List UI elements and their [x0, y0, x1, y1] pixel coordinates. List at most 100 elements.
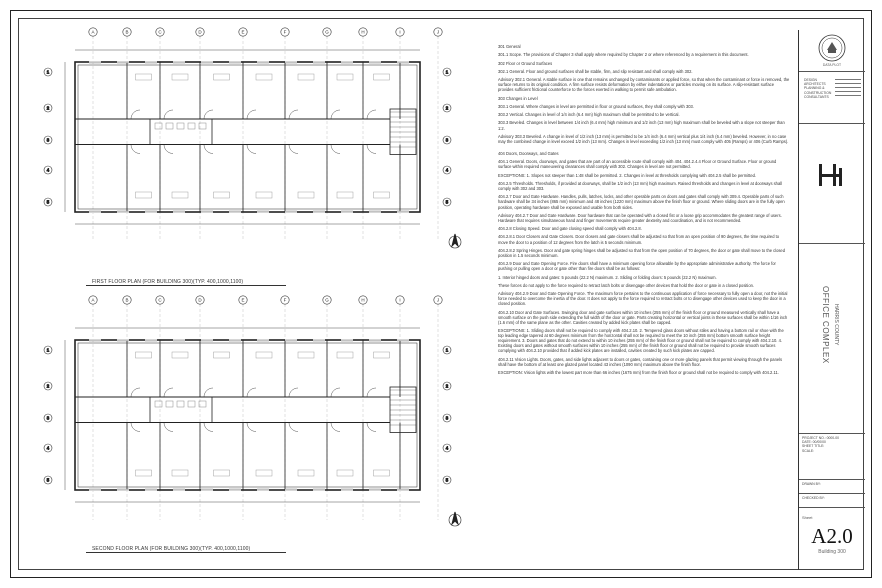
door-swing [366, 422, 377, 432]
grid-bubble-side [43, 413, 53, 423]
note-paragraph: 404.2.8.1 Door Closers and Gate Closers.… [498, 234, 780, 245]
scale-label: SCALE: [802, 448, 815, 453]
grid-number: 1 [446, 348, 449, 353]
drawn-by: DRAWN BY: [802, 482, 821, 486]
grid-bubble-side [442, 345, 452, 355]
desk [336, 351, 354, 359]
desk [336, 191, 354, 199]
exterior-wall [74, 61, 421, 213]
exterior-wall-inner [77, 64, 418, 210]
checked-by-block: CHECKED BY: [799, 494, 865, 508]
desk [171, 469, 189, 477]
grid-letter: A [91, 30, 94, 35]
desk [297, 469, 315, 477]
grid-bubble [280, 295, 290, 305]
note-paragraph: These forces do not apply to the force r… [498, 282, 755, 288]
toilet-fixture [154, 400, 163, 408]
second-floor-caption-underline [86, 552, 286, 553]
note-paragraph: 301.1 Scope. The provisions of Chapter 3… [498, 52, 749, 58]
grid-letter: E [241, 30, 244, 35]
door-swing [130, 422, 141, 432]
grid-number: 3 [47, 138, 50, 143]
door-swing [330, 422, 341, 432]
exterior-wall-inner [77, 342, 418, 488]
note-paragraph: 303.1 General. Where changes in level ar… [498, 103, 694, 109]
project-title-block: OFFICE COMPLEX HARRIS COUNTY [799, 244, 865, 434]
note-paragraph: 404.2.10 Door and Gate Surfaces. Swingin… [498, 309, 788, 325]
grid-letter: B [125, 30, 128, 35]
grid-number: 2 [47, 384, 50, 389]
desk [135, 351, 152, 359]
north-arrow-pointer [451, 511, 459, 526]
grid-number: 3 [446, 138, 449, 143]
note-paragraph: 404.2.5 Thresholds. Thresholds, if provi… [498, 180, 783, 192]
door-swing [130, 387, 141, 398]
door-swing [203, 144, 214, 154]
grid-bubble-side [43, 345, 53, 355]
grid-bubble-side [442, 381, 452, 391]
grid-number: 1 [47, 348, 50, 353]
toilet-fixture [165, 400, 174, 408]
note-paragraph: 404.2.9 Door and Gate Opening Force. Fir… [498, 261, 776, 272]
restroom-core [149, 118, 213, 145]
grid-bubble [195, 27, 205, 37]
exterior-wall [74, 339, 421, 491]
desk [373, 469, 390, 477]
desk [373, 73, 390, 81]
door-swing [246, 109, 257, 120]
grid-letter: B [125, 298, 128, 303]
door-swing [130, 109, 141, 120]
grid-number: 2 [47, 106, 50, 111]
door-swing [246, 144, 257, 154]
grid-number: 4 [446, 168, 449, 173]
note-paragraph: 303 Changes in Level [498, 95, 538, 101]
toilet-fixture [176, 122, 185, 130]
drawn-by-block: DRAWN BY: [799, 480, 865, 494]
grid-letter: D [198, 30, 202, 35]
grid-number: 4 [446, 446, 449, 451]
grid-bubble [155, 295, 165, 305]
note-paragraph: 404.2.8 Closing Speed. Door and gate clo… [498, 226, 642, 232]
grid-bubble-side [442, 413, 452, 423]
grid-letter: J [437, 30, 439, 35]
grid-bubble [322, 27, 332, 37]
first-floor-caption-underline [86, 285, 286, 286]
grid-number: 5 [47, 200, 50, 205]
grid-letter: G [325, 298, 329, 303]
toilet-fixture [198, 400, 207, 408]
desk [171, 73, 189, 81]
note-paragraph: EXCEPTIONS: 1. Slopes not steeper than 1… [498, 172, 757, 178]
grid-bubble-side [43, 67, 53, 77]
grid-bubble [433, 27, 443, 37]
desk [336, 469, 354, 477]
grid-number: 1 [47, 70, 50, 75]
note-paragraph: 404.2.11 Vision Lights. Doors, gates, an… [498, 356, 783, 367]
seal-area: DATA PLOT [799, 30, 865, 72]
grid-letter: D [198, 298, 202, 303]
grid-bubble [238, 27, 248, 37]
toilet-fixture [198, 122, 207, 130]
note-paragraph: Advisory 404.2.7 Door and Gate Hardware.… [498, 212, 782, 223]
door-swing [246, 387, 257, 398]
project-info-block: PROJECT NO.: 0000-00 DATE: 00/00/00 SHEE… [799, 434, 865, 480]
grid-letter: G [325, 30, 329, 35]
firm-line-2: PLANNING & CONSTRUCTION [804, 86, 832, 95]
grid-bubble-side [43, 135, 53, 145]
note-paragraph: 303.3 Beveled. Changes in level between … [498, 120, 785, 131]
title-block: DATA PLOT DESIGN ARCHITECTS PLANNING & C… [798, 30, 865, 570]
grid-number: 1 [446, 70, 449, 75]
desk [135, 191, 152, 199]
grid-number: 3 [446, 416, 449, 421]
door-swing [330, 144, 341, 154]
note-paragraph: 302 Floor or Ground Surfaces [498, 60, 553, 66]
drawing-inner-border [18, 18, 864, 570]
door-swing [163, 109, 174, 120]
desk [135, 73, 152, 81]
seal-caption: DATA PLOT [822, 63, 842, 67]
door-swing [330, 109, 341, 120]
grid-bubble-side [43, 443, 53, 453]
door-swing [163, 387, 174, 398]
grid-bubble [122, 295, 132, 305]
